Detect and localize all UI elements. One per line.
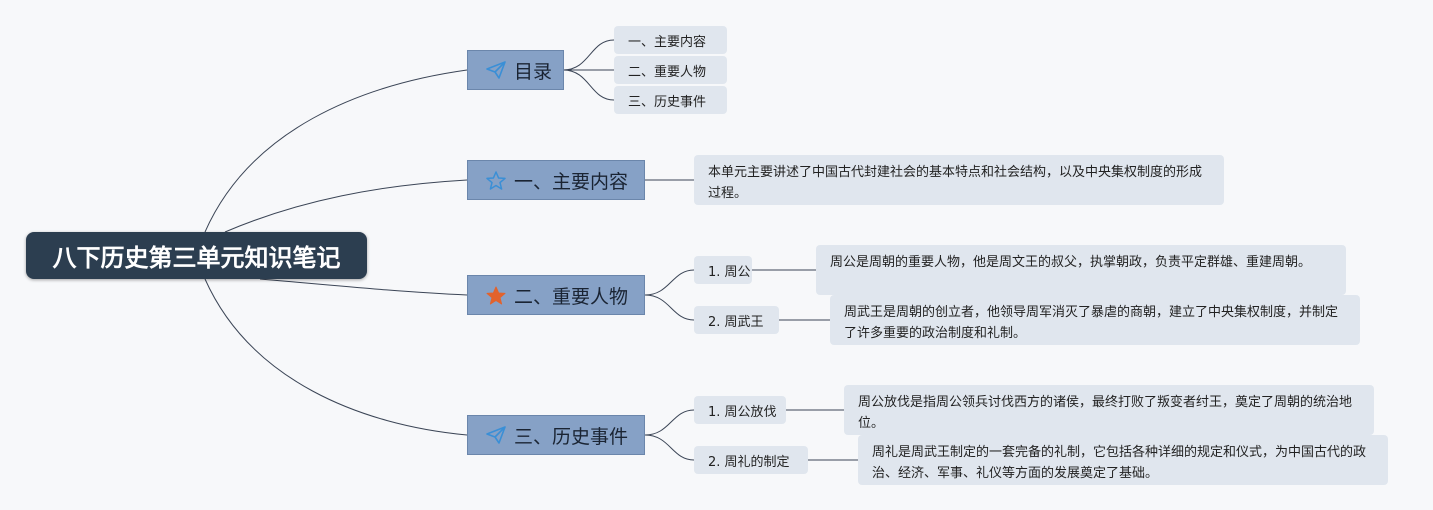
star-filled-icon [486, 286, 508, 305]
contents-item-3[interactable]: 三、历史事件 [614, 86, 727, 114]
description-text: 周礼是周武王制定的一套完备的礼制，它包括各种详细的规定和仪式，为中国古代的政治、… [872, 445, 1367, 481]
description-text: 周武王是周朝的创立者，他领导周军消灭了暴虐的商朝，建立了中央集权制度，并制定了许… [844, 305, 1339, 341]
main-content-description[interactable]: 本单元主要讲述了中国古代封建社会的基本特点和社会结构，以及中央集权制度的形成过程… [694, 155, 1224, 205]
contents-item-label: 三、历史事件 [628, 94, 707, 110]
branch-key-figures[interactable]: 二、重要人物 [467, 275, 645, 315]
subtopic-label: 2. 周武王 [708, 314, 764, 330]
branch-label: 二、重要人物 [514, 285, 629, 308]
event-zhougong-campaign[interactable]: 1. 周公放伐 [694, 396, 786, 424]
figure-zhouwuwang-description[interactable]: 周武王是周朝的创立者，他领导周军消灭了暴虐的商朝，建立了中央集权制度，并制定了许… [830, 295, 1360, 345]
description-text: 周公是周朝的重要人物，他是周文王的叔父，执掌朝政，负责平定群雄、重建周朝。 [830, 255, 1312, 270]
subtopic-label: 2. 周礼的制定 [708, 454, 790, 470]
subtopic-label: 1. 周公 [708, 264, 751, 280]
branch-label: 一、主要内容 [514, 170, 629, 193]
star-outline-icon [486, 170, 508, 190]
paper-plane-icon [486, 426, 508, 444]
contents-item-2[interactable]: 二、重要人物 [614, 56, 727, 84]
root-title: 八下历史第三单元知识笔记 [52, 244, 341, 272]
paper-plane-icon [486, 61, 508, 79]
event-zhougong-campaign-description[interactable]: 周公放伐是指周公领兵讨伐西方的诸侯，最终打败了叛变者纣王，奠定了周朝的统治地位。 [844, 385, 1374, 435]
figure-zhougong[interactable]: 1. 周公 [694, 256, 752, 284]
description-text: 周公放伐是指周公领兵讨伐西方的诸侯，最终打败了叛变者纣王，奠定了周朝的统治地位。 [858, 395, 1353, 431]
figure-zhougong-description[interactable]: 周公是周朝的重要人物，他是周文王的叔父，执掌朝政，负责平定群雄、重建周朝。 [816, 245, 1346, 295]
event-zhouli-formulation[interactable]: 2. 周礼的制定 [694, 446, 808, 474]
contents-item-1[interactable]: 一、主要内容 [614, 26, 727, 54]
branch-main-content[interactable]: 一、主要内容 [467, 160, 645, 200]
contents-item-label: 一、主要内容 [628, 34, 707, 50]
subtopic-label: 1. 周公放伐 [708, 404, 777, 420]
branch-historical-events[interactable]: 三、历史事件 [467, 415, 645, 455]
figure-zhouwuwang[interactable]: 2. 周武王 [694, 306, 779, 334]
branch-label: 目录 [514, 60, 553, 83]
event-zhouli-formulation-description[interactable]: 周礼是周武王制定的一套完备的礼制，它包括各种详细的规定和仪式，为中国古代的政治、… [858, 435, 1388, 485]
branch-contents[interactable]: 目录 [467, 50, 564, 90]
branch-label: 三、历史事件 [514, 425, 629, 448]
contents-item-label: 二、重要人物 [628, 64, 707, 80]
root-topic[interactable]: 八下历史第三单元知识笔记 [26, 232, 367, 279]
description-text: 本单元主要讲述了中国古代封建社会的基本特点和社会结构，以及中央集权制度的形成过程… [708, 165, 1203, 201]
